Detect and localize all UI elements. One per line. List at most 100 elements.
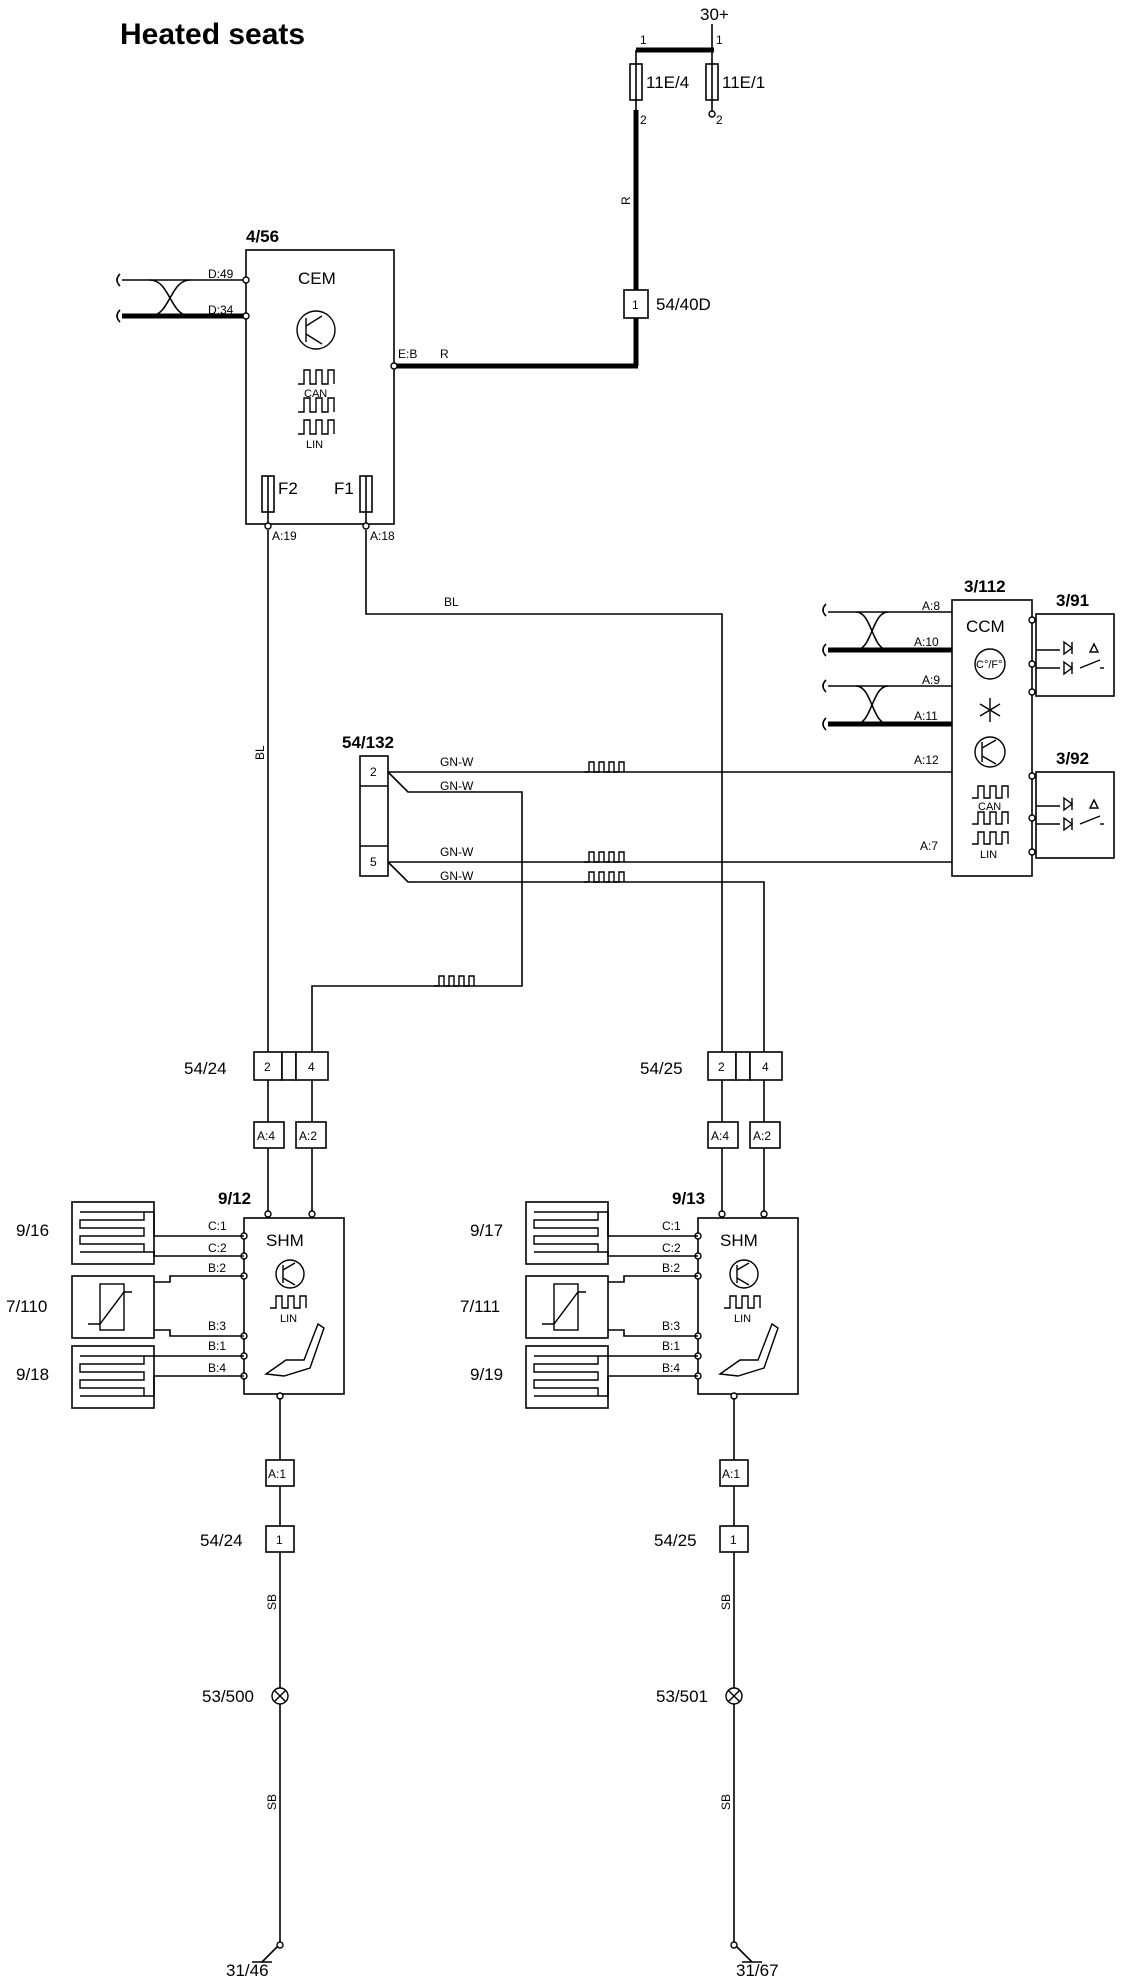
temperature-icon <box>974 648 1006 680</box>
svg-text:1: 1 <box>730 1533 737 1547</box>
svg-text:B:3: B:3 <box>662 1319 680 1333</box>
svg-text:A:12: A:12 <box>914 753 939 767</box>
svg-text:2: 2 <box>716 113 723 127</box>
svg-text:CAN: CAN <box>978 801 1001 813</box>
svg-text:A:18: A:18 <box>370 529 395 543</box>
cem-module: 4/56 CEM CAN LIN F2 F1 D:49 D:34 E:B A:1… <box>116 227 417 543</box>
right-module-name: SHM <box>720 1231 758 1250</box>
svg-text:LIN: LIN <box>280 1313 297 1325</box>
svg-text:BL: BL <box>253 745 267 760</box>
svg-text:1: 1 <box>276 1533 283 1547</box>
can-signal-icon <box>298 369 335 385</box>
lin-signal-icon <box>298 419 335 435</box>
svg-text:A:4: A:4 <box>257 1129 275 1143</box>
svg-text:2: 2 <box>370 765 377 779</box>
svg-text:31/67: 31/67 <box>736 1961 779 1980</box>
svg-text:C:2: C:2 <box>662 1241 681 1255</box>
right-module-id: 9/13 <box>672 1189 705 1208</box>
right-connector-top-label: 54/25 <box>640 1059 683 1078</box>
svg-text:C°/F°: C°/F° <box>976 659 1003 671</box>
svg-text:GN-W: GN-W <box>440 755 474 769</box>
svg-text:B:1: B:1 <box>208 1339 226 1353</box>
left-connector-top-label: 54/24 <box>184 1059 227 1078</box>
svg-text:9/17: 9/17 <box>470 1221 503 1240</box>
svg-text:SB: SB <box>265 1794 279 1810</box>
ccm-module: 3/112 CCM C°/F° CAN LIN A:8 A:10 A:9 A:1… <box>822 577 1036 877</box>
left-module-id: 9/12 <box>218 1189 251 1208</box>
connector-54-132: 54/132 2 5 <box>342 733 394 877</box>
svg-text:C:1: C:1 <box>208 1219 227 1233</box>
svg-text:CAN: CAN <box>304 388 327 400</box>
svg-text:LIN: LIN <box>734 1313 751 1325</box>
left-ground-icon <box>252 1945 279 1963</box>
svg-text:LIN: LIN <box>980 849 997 861</box>
svg-text:A:4: A:4 <box>711 1129 729 1143</box>
svg-text:SB: SB <box>719 1794 733 1810</box>
snowflake-icon <box>979 698 1001 722</box>
svg-text:GN-W: GN-W <box>440 779 474 793</box>
svg-text:3/91: 3/91 <box>1056 591 1089 610</box>
svg-text:A:1: A:1 <box>268 1467 286 1481</box>
svg-text:53/500: 53/500 <box>202 1687 254 1706</box>
svg-text:B:3: B:3 <box>208 1319 226 1333</box>
svg-text:53/501: 53/501 <box>656 1687 708 1706</box>
svg-text:2: 2 <box>264 1060 271 1074</box>
svg-text:A:2: A:2 <box>753 1129 771 1143</box>
svg-text:R: R <box>440 347 449 361</box>
svg-text:1: 1 <box>632 298 639 312</box>
svg-text:B:4: B:4 <box>208 1361 226 1375</box>
svg-text:C:1: C:1 <box>662 1219 681 1233</box>
svg-text:3/92: 3/92 <box>1056 749 1089 768</box>
right-seat-circuit: 54/25 2 4 A:4 A:2 9/13 SHM LIN C:1 C:2 B… <box>460 1051 799 1980</box>
left-module-name: SHM <box>266 1231 304 1250</box>
svg-text:BL: BL <box>444 595 459 609</box>
svg-text:GN-W: GN-W <box>440 845 474 859</box>
right-splice-icon <box>725 1687 743 1705</box>
svg-text:7/110: 7/110 <box>6 1297 47 1316</box>
svg-text:B:1: B:1 <box>662 1339 680 1353</box>
svg-text:A:11: A:11 <box>914 709 938 723</box>
diagram-title: Heated seats <box>120 18 305 51</box>
svg-text:54/132: 54/132 <box>342 733 394 752</box>
svg-text:B:2: B:2 <box>662 1261 680 1275</box>
svg-text:31/46: 31/46 <box>226 1961 269 1980</box>
left-transistor-icon <box>275 1259 305 1289</box>
svg-text:4: 4 <box>308 1060 315 1074</box>
left-seat-circuit: 54/24 2 4 A:4 A:2 9/12 SHM LIN C:1 C:2 B… <box>6 1051 345 1980</box>
connector-54-40d <box>623 289 649 319</box>
svg-text:2: 2 <box>718 1060 725 1074</box>
svg-text:54/24: 54/24 <box>200 1531 243 1550</box>
svg-text:2: 2 <box>640 113 647 127</box>
svg-text:A:7: A:7 <box>920 839 938 853</box>
svg-text:54/25: 54/25 <box>654 1531 697 1550</box>
svg-text:9/16: 9/16 <box>16 1221 49 1240</box>
connector-54-40d-label: 54/40D <box>656 295 711 314</box>
svg-text:9/18: 9/18 <box>16 1365 49 1384</box>
svg-text:D:49: D:49 <box>208 267 234 281</box>
svg-text:R: R <box>619 196 633 205</box>
svg-text:9/19: 9/19 <box>470 1365 503 1384</box>
left-seat-icon <box>264 1322 325 1377</box>
right-ground-icon <box>735 1945 762 1963</box>
left-splice-icon <box>271 1687 289 1705</box>
svg-text:1: 1 <box>716 33 723 47</box>
svg-text:B:2: B:2 <box>208 1261 226 1275</box>
svg-text:F2: F2 <box>278 479 298 498</box>
right-transistor-icon <box>729 1259 759 1289</box>
svg-text:SB: SB <box>719 1594 733 1610</box>
svg-text:A:8: A:8 <box>922 599 940 613</box>
svg-text:A:2: A:2 <box>299 1129 317 1143</box>
svg-text:5: 5 <box>370 855 377 869</box>
svg-text:E:B: E:B <box>398 347 417 361</box>
ccm-id-label: 3/112 <box>964 577 1006 596</box>
cem-name: CEM <box>298 269 336 288</box>
svg-text:LIN: LIN <box>306 439 323 451</box>
terminal-30-label: 30+ <box>700 5 729 24</box>
svg-text:A:10: A:10 <box>914 635 939 649</box>
fuse-11e4-label: 11E/4 <box>646 73 689 92</box>
fuse-11e1-label: 11E/1 <box>722 73 765 92</box>
switch-3-91: 3/91 <box>1035 591 1115 697</box>
switch-3-92: 3/92 <box>1035 749 1115 859</box>
svg-text:C:2: C:2 <box>208 1241 227 1255</box>
